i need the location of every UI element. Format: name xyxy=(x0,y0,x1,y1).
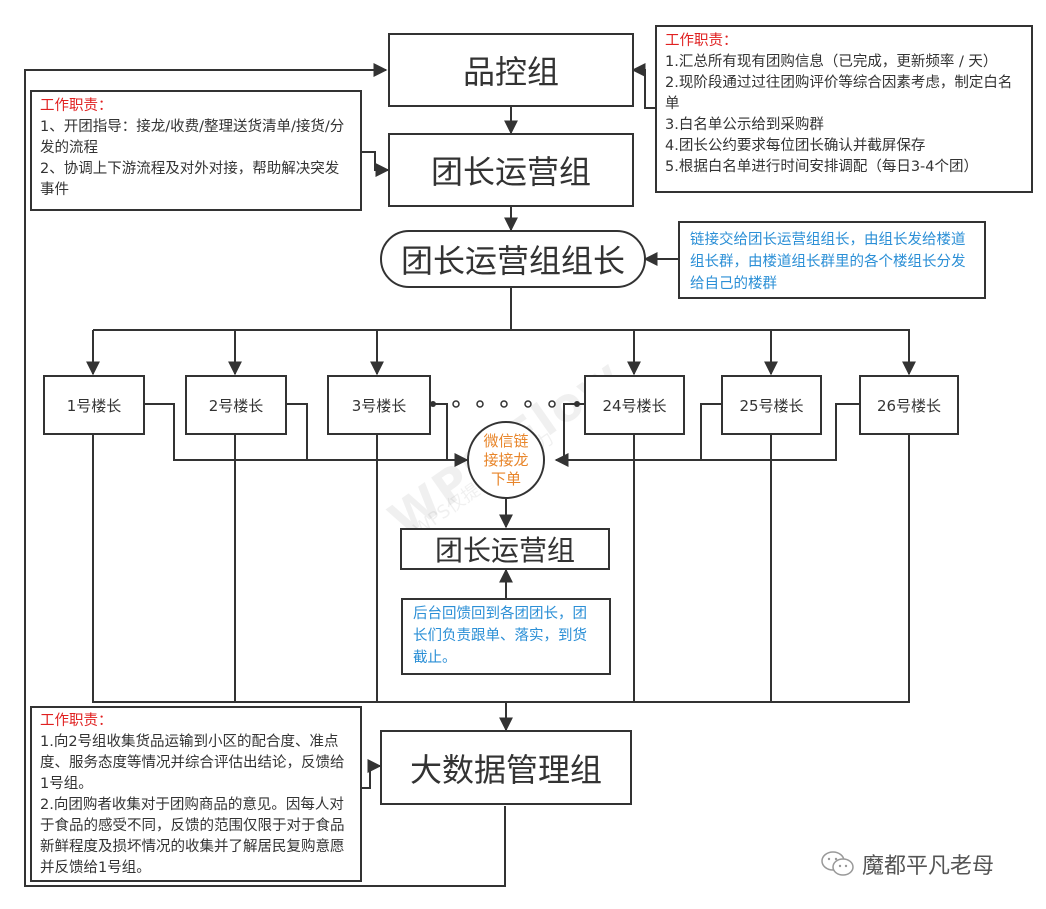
note-line: 4.团长公约要求每位团长确认并截屏保存 xyxy=(665,138,926,154)
node-wechat-order[interactable]: 微信链 接接龙 下单 xyxy=(467,421,545,499)
edge-floor1-to-wechat xyxy=(144,403,469,467)
wechat-icon xyxy=(821,851,854,876)
note-line: 2.向团购者收集对于团购商品的意见。因每人对于食品的感受不同，反馈的范围仅限于对… xyxy=(40,797,345,876)
note-feedback: 后台回馈回到各团团长，团长们负责跟单、落实，到货截止。 xyxy=(401,598,611,675)
edge-floor3-to-wechat xyxy=(430,403,448,460)
note-heading: 工作职责： xyxy=(40,98,113,114)
node-floor-26[interactable]: 26号楼长 xyxy=(859,375,959,435)
node-floor-3[interactable]: 3号楼长 xyxy=(327,375,431,435)
note-line: 2、协调上下游流程及对外对接，帮助解决突发事件 xyxy=(40,161,340,198)
node-leader-ops[interactable]: 团长运营组 xyxy=(388,133,634,207)
edge-floor2-to-wechat xyxy=(287,403,308,460)
edge-bdnote-to-bd xyxy=(362,759,382,789)
ellipsis-dot xyxy=(500,400,508,408)
ellipsis-dots xyxy=(430,400,580,408)
ellipsis-dot xyxy=(524,400,532,408)
edge-floor24-to-wechat xyxy=(563,403,585,460)
node-leader-ops-mid[interactable]: 团长运营组 xyxy=(400,528,610,570)
node-big-data[interactable]: 大数据管理组 xyxy=(380,730,632,805)
note-line: 5.根据白名单进行时间安排调配（每日3-4个团） xyxy=(665,159,979,175)
note-line: 1.汇总所有现有团购信息（已完成，更新频率 / 天） xyxy=(665,54,998,70)
note-line: 1.向2号组收集货品运输到小区的配合度、准点度、服务态度等情况并综合评估出结论，… xyxy=(40,734,345,792)
edge-opsnote-to-ops xyxy=(362,151,390,177)
edge-bigdata-loop-to-qc xyxy=(24,63,506,887)
connector-dot xyxy=(574,401,580,407)
note-heading: 工作职责： xyxy=(665,33,738,49)
note-text: 后台回馈回到各团团长，团长们负责跟单、落实，到货截止。 xyxy=(413,606,587,666)
note-big-data: 工作职责： 1.向2号组收集货品运输到小区的配合度、准点度、服务态度等情况并综合… xyxy=(30,706,362,882)
edge-floor26-down xyxy=(506,434,910,703)
note-leader-head: 链接交给团长运营组组长，由组长发给楼道组长群，由楼道组长群里的各个楼组长分发给自… xyxy=(678,221,986,299)
note-line: 3.白名单公示给到采购群 xyxy=(665,117,824,133)
node-quality-control[interactable]: 品控组 xyxy=(388,33,634,107)
edge-floor1-down xyxy=(92,434,506,703)
ellipsis-dot xyxy=(476,400,484,408)
note-heading: 工作职责： xyxy=(40,713,113,729)
connector-dot xyxy=(430,401,436,407)
node-floor-2[interactable]: 2号楼长 xyxy=(185,375,287,435)
ellipsis-dot xyxy=(548,400,556,408)
node-floor-25[interactable]: 25号楼长 xyxy=(721,375,822,435)
brand-signature: 魔都平凡老母 xyxy=(820,848,994,880)
wechat-order-line: 微信链 xyxy=(483,431,529,450)
note-line: 1、开团指导：接龙/收费/整理送货清单/接货/分发的流程 xyxy=(40,119,345,156)
brand-name: 魔都平凡老母 xyxy=(862,854,995,879)
note-leader-ops: 工作职责： 1、开团指导：接龙/收费/整理送货清单/接货/分发的流程 2、协调上… xyxy=(30,90,362,211)
wechat-order-line: 下单 xyxy=(490,469,521,488)
node-leader-ops-head[interactable]: 团长运营组组长 xyxy=(380,230,646,288)
note-text: 链接交给团长运营组组长，由组长发给楼道组长群，由楼道组长群里的各个楼组长分发给自… xyxy=(690,232,966,292)
note-line: 2.现阶段通过过往团购评价等综合因素考虑，制定白名单 xyxy=(665,75,1013,112)
node-floor-1[interactable]: 1号楼长 xyxy=(43,375,145,435)
node-floor-24[interactable]: 24号楼长 xyxy=(584,375,685,435)
note-quality-control: 工作职责： 1.汇总所有现有团购信息（已完成，更新频率 / 天） 2.现阶段通过… xyxy=(655,25,1033,193)
edge-qcnote-to-qc xyxy=(631,63,655,109)
ellipsis-dot xyxy=(452,400,460,408)
wechat-order-line: 接接龙 xyxy=(483,450,529,469)
edge-floor26-to-wechat xyxy=(554,403,860,467)
edge-floor25-to-wechat xyxy=(700,403,722,460)
